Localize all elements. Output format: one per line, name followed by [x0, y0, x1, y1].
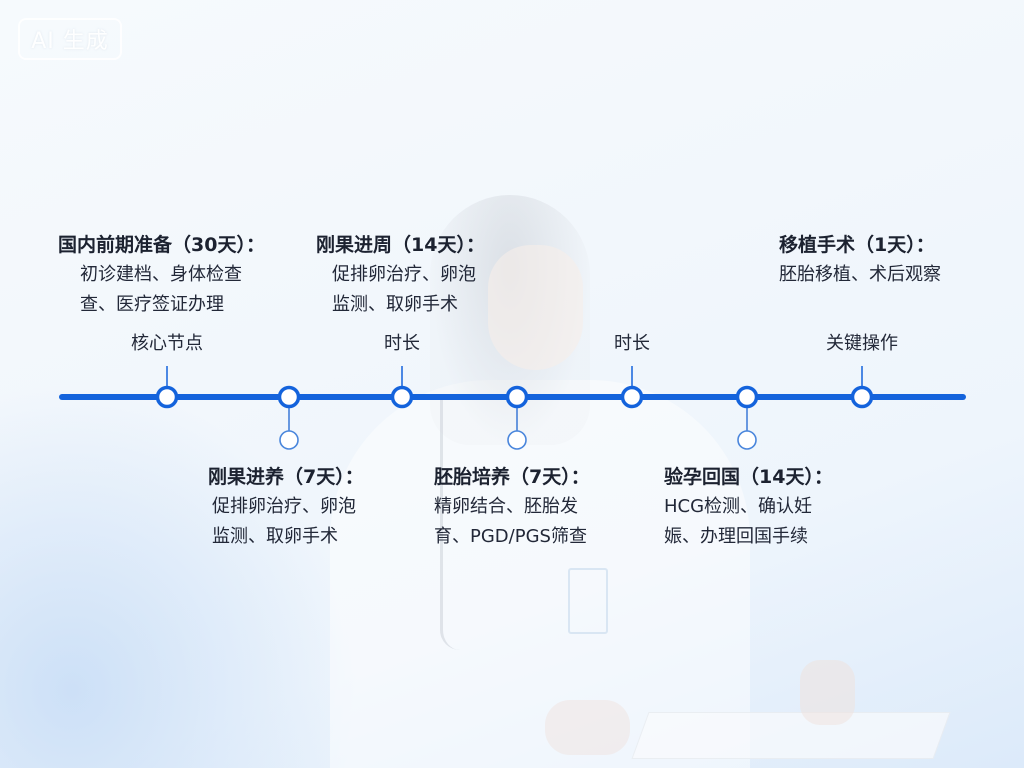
card-title: 刚果进周（14天）：	[316, 234, 485, 256]
card-desc-line: 监测、取卵手术	[212, 526, 338, 547]
card-desc-line: HCG检测、确认妊	[664, 496, 813, 517]
axis-label-duration: 时长	[384, 333, 420, 354]
card-pregnancy-test-return: 验孕回国（14天）： HCG检测、确认妊 娠、办理回国手续	[664, 462, 833, 552]
card-embryo-culture: 胚胎培养（7天）： 精卵结合、胚胎发 育、PGD/PGS筛查	[434, 462, 590, 552]
card-congo-recovery: 刚果进养（7天）： 促排卵治疗、卵泡 监测、取卵手术	[208, 462, 364, 552]
timeline-node	[850, 385, 874, 409]
timeline-node	[277, 385, 301, 409]
sub-node-circle	[279, 430, 299, 450]
card-transfer-surgery: 移植手术（1天）： 胚胎移植、术后观察	[779, 230, 941, 290]
card-desc-line: 娠、办理回国手续	[664, 526, 808, 547]
card-desc-line: 促排卵治疗、卵泡	[332, 264, 476, 285]
card-desc-line: 胚胎移植、术后观察	[779, 264, 941, 285]
card-desc-line: 促排卵治疗、卵泡	[212, 496, 356, 517]
sub-node-circle	[507, 430, 527, 450]
card-desc-line: 初诊建档、身体检查	[80, 264, 242, 285]
axis-label-duration: 时长	[614, 333, 650, 354]
card-desc-line: 监测、取卵手术	[332, 294, 458, 315]
ai-badge-label: AI 生成	[31, 29, 109, 54]
card-title: 胚胎培养（7天）：	[434, 466, 590, 488]
axis-label-core-node: 核心节点	[131, 333, 203, 354]
card-domestic-prep: 国内前期准备（30天）： 初诊建档、身体检查 查、医疗签证办理	[58, 230, 265, 320]
timeline-node	[390, 385, 414, 409]
timeline-node	[620, 385, 644, 409]
node-stems-up	[166, 366, 863, 388]
timeline-nodes	[155, 385, 874, 409]
card-title: 刚果进养（7天）：	[208, 466, 364, 488]
card-desc-line: 育、PGD/PGS筛查	[434, 526, 587, 547]
node-stems-down	[279, 406, 757, 450]
ai-generated-badge: AI 生成	[18, 18, 122, 60]
card-title: 验孕回国（14天）：	[664, 466, 833, 488]
axis-label-key-operation: 关键操作	[826, 333, 898, 354]
sub-node-circle	[737, 430, 757, 450]
card-desc-line: 查、医疗签证办理	[80, 294, 224, 315]
card-congo-cycle: 刚果进周（14天）： 促排卵治疗、卵泡 监测、取卵手术	[316, 230, 485, 320]
card-title: 移植手术（1天）：	[779, 234, 935, 256]
timeline-node	[505, 385, 529, 409]
card-desc-line: 精卵结合、胚胎发	[434, 496, 578, 517]
timeline-node	[735, 385, 759, 409]
timeline-node	[155, 385, 179, 409]
card-title: 国内前期准备（30天）：	[58, 234, 265, 256]
